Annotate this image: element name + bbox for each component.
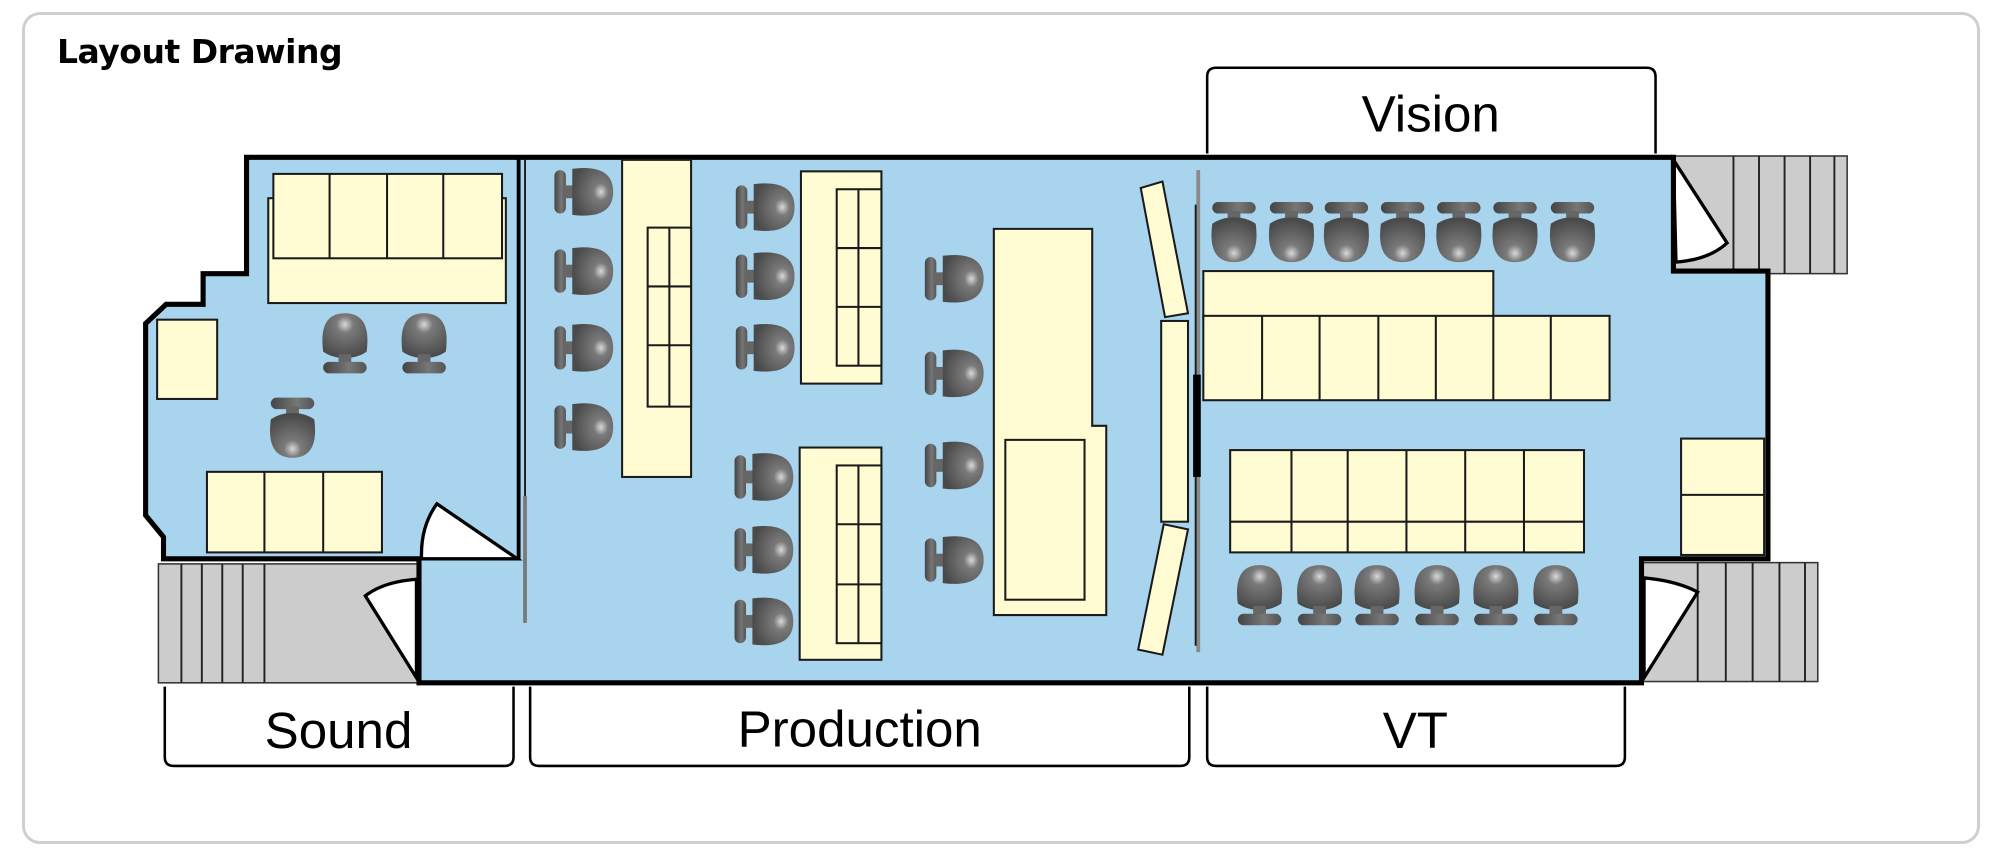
- production-director-desk: [992, 227, 1108, 617]
- vt-side-cabinet: [1680, 437, 1766, 556]
- chair-icon: [735, 183, 795, 231]
- chair-icon: [401, 313, 447, 374]
- chair-icon: [735, 252, 795, 300]
- monitor-wall: [1136, 180, 1190, 656]
- vision-desk-back: [1202, 270, 1495, 321]
- chair-icon: [554, 324, 614, 372]
- production-desk-3: [798, 446, 883, 661]
- door-bottom-right: [1642, 576, 1701, 684]
- chair-icon: [1492, 202, 1538, 263]
- vision-desk-front: [1202, 314, 1611, 402]
- door-top-right: [1671, 153, 1730, 264]
- chair-icon: [924, 254, 984, 303]
- chair-icon: [734, 526, 794, 574]
- chair-icon: [554, 168, 614, 216]
- chair-icon: [1533, 565, 1579, 626]
- sound-desk-top: [267, 172, 507, 305]
- chair-icon: [1268, 202, 1315, 263]
- chair-icon: [1237, 565, 1283, 626]
- chair-icon: [1414, 565, 1460, 626]
- chair-icon: [1436, 202, 1482, 263]
- chair-icon: [1297, 565, 1343, 626]
- chair-icon: [734, 597, 794, 646]
- zone-label-production: Production: [738, 701, 982, 758]
- door-bottom-left: [363, 577, 419, 684]
- vt-desk: [1229, 449, 1586, 554]
- chair-icon: [735, 324, 795, 372]
- chair-icon: [1473, 565, 1519, 626]
- production-desk-2: [799, 170, 883, 385]
- zone-label-sound: Sound: [265, 702, 413, 759]
- chair-icon: [1211, 202, 1257, 263]
- zone-production: Production: [528, 686, 1191, 768]
- partition-post: [1193, 374, 1201, 477]
- zone-vt: VT: [1205, 686, 1627, 768]
- outer-wall: [143, 154, 1771, 686]
- zone-label-vision: Vision: [1362, 86, 1500, 143]
- chair-icon: [734, 453, 794, 501]
- chair-icon: [924, 536, 984, 584]
- production-desk-1: [621, 158, 693, 478]
- chair-icon: [924, 441, 984, 490]
- zone-vision: Vision: [1205, 66, 1657, 154]
- chair-icon: [1354, 565, 1400, 626]
- zone-sound: Sound: [163, 686, 515, 768]
- chair-icon: [554, 403, 614, 451]
- chair-icon: [554, 247, 614, 295]
- chair-icon: [269, 397, 316, 458]
- panel-title: Layout Drawing: [57, 32, 343, 71]
- stairs-bottom-left: [157, 563, 422, 684]
- chair-icon: [924, 349, 984, 398]
- chair-icon: [1380, 202, 1426, 263]
- chair-icon: [1549, 202, 1596, 263]
- sound-side-desk: [156, 318, 219, 400]
- sound-desk-bottom: [205, 470, 383, 554]
- chair-icon: [1323, 202, 1369, 263]
- zone-label-vt: VT: [1383, 702, 1448, 759]
- chair-icon: [322, 313, 368, 374]
